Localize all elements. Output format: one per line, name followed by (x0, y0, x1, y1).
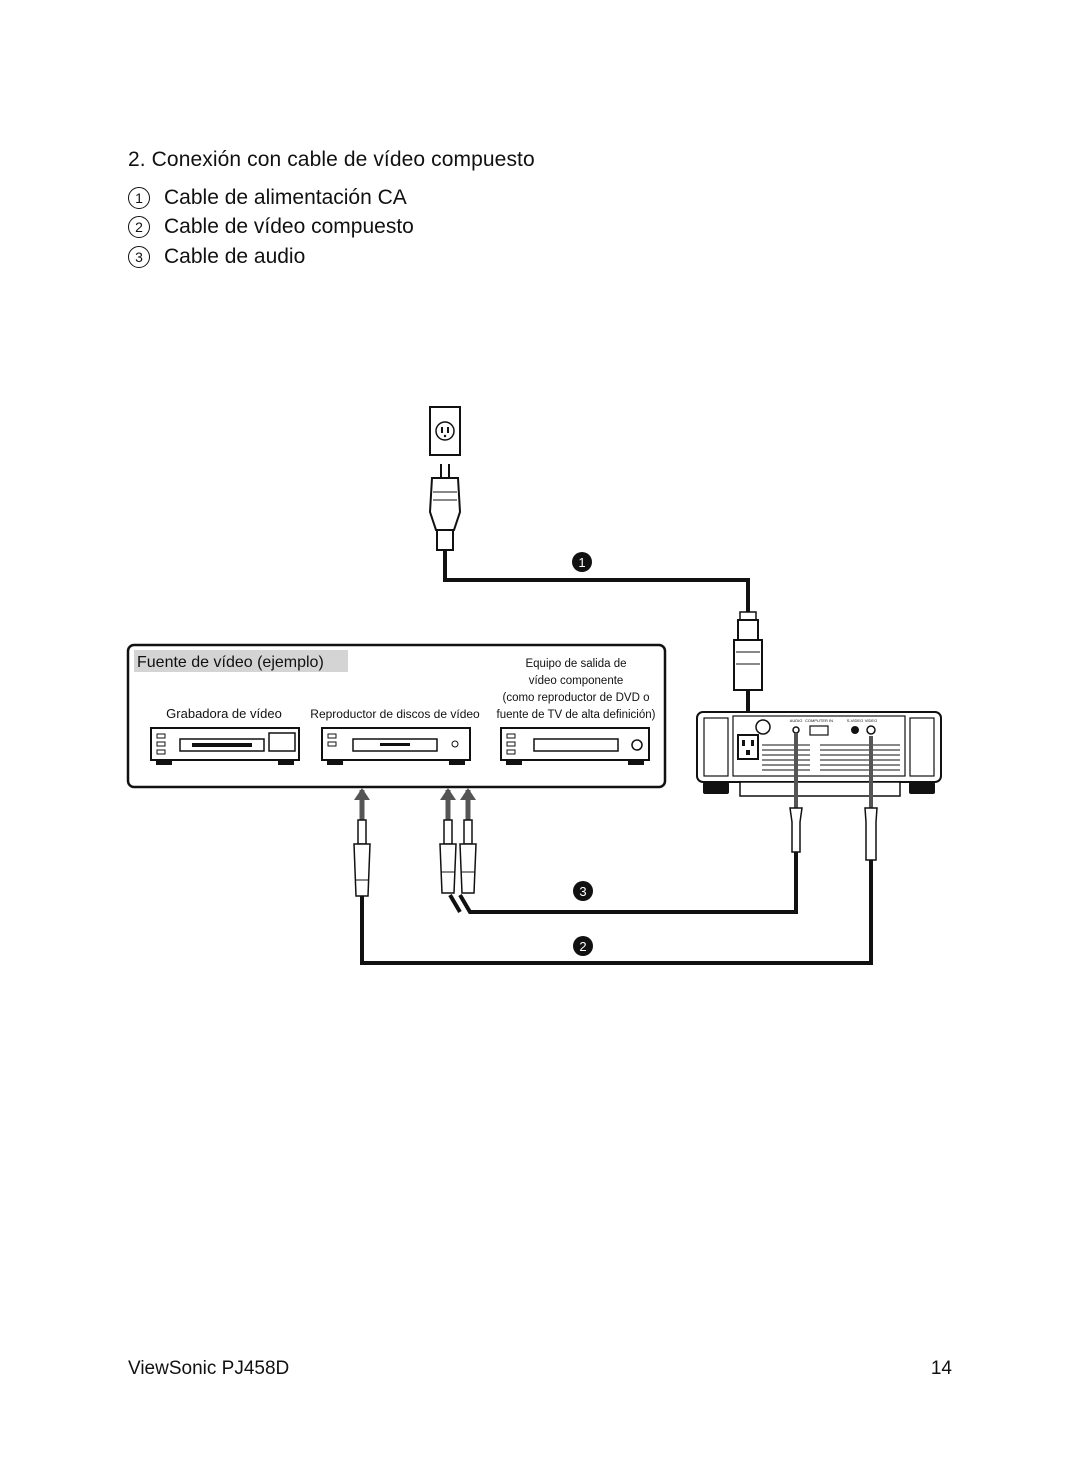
power-cable (443, 550, 750, 612)
component-output-device-icon (500, 727, 650, 765)
svg-text:AUDIO: AUDIO (790, 718, 803, 723)
circled-number-3: 3 (128, 245, 150, 268)
marker-3-icon: 3 (573, 881, 593, 901)
svg-text:VIDEO: VIDEO (865, 718, 877, 723)
svg-text:2: 2 (579, 939, 586, 954)
cable-legend: 1 Cable de alimentación CA 2 Cable de ví… (128, 183, 414, 272)
page-number: 14 (930, 1358, 952, 1379)
power-connector-icon (733, 611, 763, 730)
svg-text:COMPUTER IN: COMPUTER IN (805, 718, 833, 723)
legend-label: Cable de vídeo compuesto (164, 215, 414, 239)
marker-1-icon: 1 (572, 552, 592, 572)
section-heading: 2. Conexión con cable de vídeo compuesto (128, 148, 535, 171)
svg-text:S-VIDEO: S-VIDEO (847, 718, 863, 723)
circled-number-2: 2 (128, 216, 150, 239)
marker-2-icon: 2 (573, 936, 593, 956)
component-label-line2: vídeo componente (529, 675, 624, 687)
video-source-box: Fuente de vídeo (ejemplo) Grabadora de v… (126, 643, 667, 789)
wall-outlet-icon (429, 406, 461, 456)
audio-rca-plug-left-icon (439, 788, 457, 894)
component-label-line3: (como reproductor de DVD o (502, 692, 649, 704)
projector-rear-icon: AUDIO COMPUTER IN S-VIDEO VIDEO (696, 711, 942, 797)
video-rca-plug-icon (353, 788, 371, 897)
legend-label: Cable de alimentación CA (164, 185, 407, 209)
component-label-line4: fuente de TV de alta definición) (497, 709, 656, 721)
svg-text:1: 1 (578, 555, 585, 570)
composite-video-cable (360, 736, 878, 965)
video-disc-label: Reproductor de discos de vídeo (310, 707, 480, 721)
legend-item-video-cable: 2 Cable de vídeo compuesto (128, 213, 414, 243)
circled-number-1: 1 (128, 186, 150, 209)
vcr-icon (150, 727, 300, 765)
component-label-line1: Equipo de salida de (525, 658, 626, 670)
source-box-title: Fuente de vídeo (ejemplo) (137, 654, 324, 671)
svg-text:3: 3 (579, 884, 586, 899)
footer-model: ViewSonic PJ458D (128, 1358, 290, 1379)
audio-cable (448, 733, 803, 914)
video-disc-player-icon (321, 727, 471, 765)
audio-rca-plug-right-icon (459, 788, 477, 894)
legend-label: Cable de audio (164, 244, 306, 268)
power-plug-icon (428, 464, 462, 551)
legend-item-power-cable: 1 Cable de alimentación CA (128, 183, 414, 213)
vcr-label: Grabadora de vídeo (166, 706, 282, 721)
legend-item-audio-cable: 3 Cable de audio (128, 242, 414, 272)
